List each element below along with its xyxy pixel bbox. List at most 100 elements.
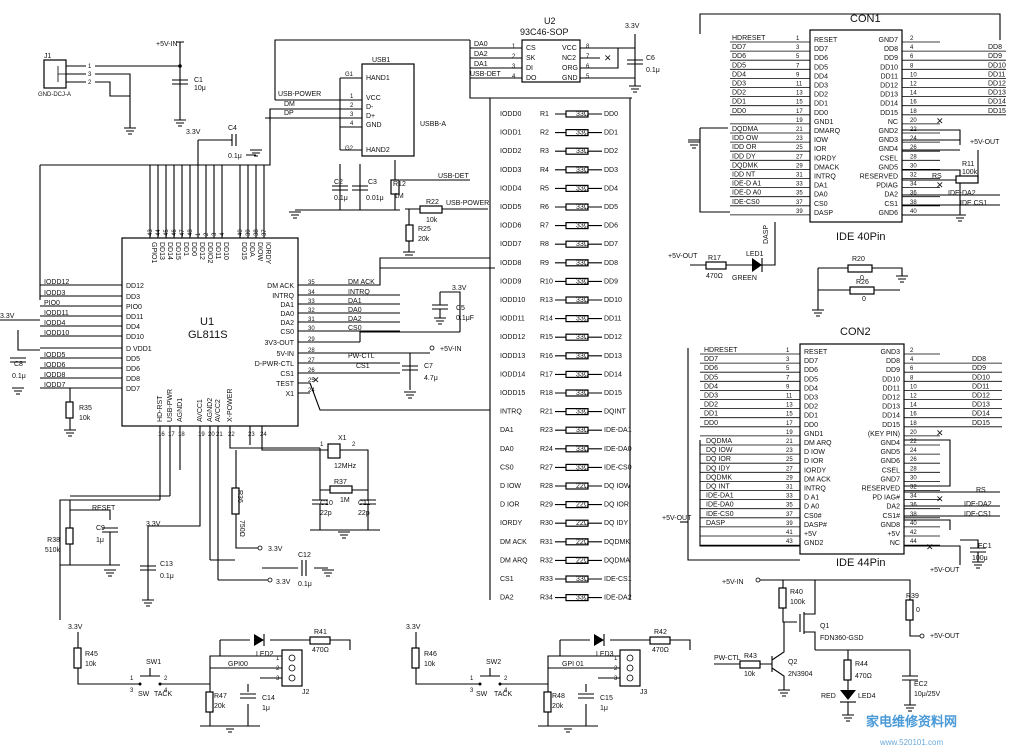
connector-j3: 123 J3 [614,649,648,696]
ground-symbol [289,211,301,219]
svg-text:PW-CTL: PW-CTL [714,655,741,662]
con2-left-pin-name: DD0 [804,422,818,429]
u1-right-wire-label: CS0 [348,325,362,332]
svg-text:D-: D- [366,104,374,111]
con2-right-pin: 6 [910,366,914,372]
svg-text:1: 1 [350,94,354,100]
led3: LED3 [594,634,614,658]
svg-text:USBB-A: USBB-A [420,121,446,128]
con1-left-pin: 1 [796,36,800,42]
res-out-net: DD13 [604,353,622,360]
svg-text:TACK: TACK [494,691,512,698]
svg-text:+5V-IN: +5V-IN [722,579,744,586]
res-ref: R13 [540,297,553,304]
con1-right-pin: 28 [910,154,917,160]
capacitor-c7: C74.7μ [402,363,438,382]
svg-text:3: 3 [276,676,280,682]
svg-text:20k: 20k [214,703,226,710]
svg-text:20k: 20k [552,703,564,710]
u1-bottom-net: AGND2 [207,398,214,422]
con1-right-label: DD10 [988,62,1006,69]
svg-text:4: 4 [504,688,508,694]
con2-right-label: DD10 [972,374,990,381]
con2-left-pin: 43 [786,539,793,545]
svg-text:+5V-OUT: +5V-OUT [930,633,960,640]
svg-text:Q1: Q1 [820,623,829,630]
dp-net: DP [284,110,294,117]
switch-sw2: SW2 SW TACK 13 24 [470,659,512,698]
con1-right-pin-name: CS1 [884,201,898,208]
res-value: 33Ω [576,409,589,416]
u1-top-net: DD11 [214,242,221,259]
svg-text:3.3V: 3.3V [268,546,283,553]
res-ref: R1 [540,111,549,118]
res-in-net: DA0 [500,446,514,453]
res-value: 33Ω [576,185,589,192]
u1-top-pin: 40 [238,229,244,236]
res-out-net: DQDMK [604,539,630,546]
svg-text:0.1μ: 0.1μ [228,153,242,160]
capacitor-c8: C80.1μ [10,357,26,380]
con2-left-pin: 25 [786,457,793,463]
svg-text:C13: C13 [160,561,173,568]
u1-top-net: DD15 [174,242,181,260]
series-resistor [565,370,589,378]
u1-top-pin: 45 [164,229,170,236]
u1-right-pin: 24 [308,388,315,394]
u1-top-pin: 46 [172,229,178,236]
con2-left-pin-name: GND2 [804,540,824,547]
svg-text:IDE 40Pin: IDE 40Pin [836,231,886,243]
ground-symbol [778,689,790,697]
series-resistor [565,426,589,434]
capacitor-c5: C50.1μF [432,304,474,322]
svg-text:1M: 1M [394,193,404,200]
svg-text:3.3V: 3.3V [625,23,640,30]
svg-text:6: 6 [586,64,590,70]
con1-left-pin-name: RESET [814,37,838,44]
u1-left-net: DD3 [126,294,140,301]
svg-text:3: 3 [470,688,474,694]
svg-text:R48: R48 [552,693,565,700]
svg-text:22p: 22p [358,510,370,517]
con1-left-pin: 29 [796,163,803,169]
svg-text:3.3V: 3.3V [0,313,15,320]
con2-left-pin-name: +5V [804,531,817,538]
svg-text:R37: R37 [334,479,347,486]
res-out-net: DQDMA [604,557,630,564]
con2-right-pin-name: DD15 [882,422,900,429]
svg-text:2: 2 [504,676,508,682]
ground-symbol [142,599,154,607]
dc-jack-j1: J1 132 GND-DCJ-A [38,48,182,128]
svg-text:510k: 510k [45,547,61,554]
u1-right-net: TEST [276,381,295,388]
res-ref: R18 [540,390,553,397]
u1-top-net: DD15 [240,242,247,260]
con1-right-pin: 30 [910,163,917,169]
con1-right-pin-name: GND4 [879,146,899,153]
svg-text:+5V-OUT: +5V-OUT [668,253,698,260]
u1-left-wire-label: IODD10 [44,330,69,337]
svg-text:2: 2 [88,80,92,86]
j1-part: GND-DCJ-A [38,92,71,98]
con2-left-pin-name: DD2 [804,404,818,411]
u1-right-pin: 29 [308,337,315,343]
con2-left-pin-name: DASP# [804,522,827,529]
u1-left-net: DD12 [126,283,144,290]
con2-left-pin-name: D A1 [804,495,819,502]
con1-left-label: DD3 [732,81,746,88]
dm-net: DM [284,101,295,108]
ground-symbol [812,309,824,317]
con1-left-pin-name: GND1 [814,119,834,126]
con2-right-pin-name: (KEY PIN) [868,431,900,438]
con1-left-label: DD1 [732,99,746,106]
res-out-net: DQ IDY [604,520,628,527]
res-in-net: DM ACK [500,539,527,546]
con1-left-label: DD4 [732,71,746,78]
u1-bottom-net: AVCC2 [215,399,222,422]
con1-left-pin-name: CS0 [814,201,828,208]
con1-ctrl-label: IDE-CS0 [732,199,760,206]
res-ref: R28 [540,483,553,490]
con2-left-pin: 11 [786,394,793,400]
